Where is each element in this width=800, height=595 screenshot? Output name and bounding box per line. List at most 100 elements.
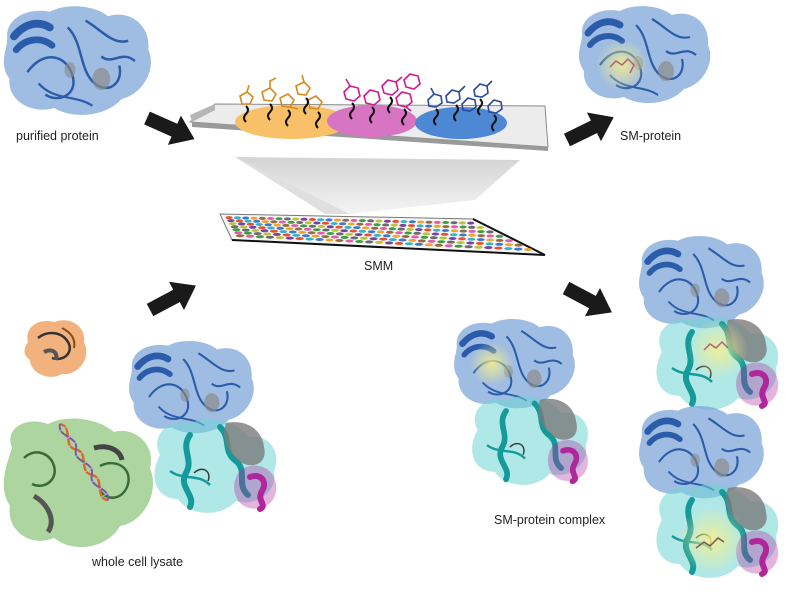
microarray-spot	[385, 241, 394, 245]
microarray-spot	[315, 238, 324, 241]
microarray-spot	[484, 246, 493, 250]
microarray-spot	[307, 231, 316, 235]
lysate-green-protein-dna	[3, 418, 154, 548]
microarray-spot	[349, 229, 358, 233]
microarray-spot	[392, 219, 400, 223]
microarray-spot	[267, 226, 275, 230]
microarray-spot	[386, 230, 394, 234]
microarray-spot	[408, 220, 416, 224]
microarray-spot	[458, 237, 466, 241]
microarray-spot	[308, 224, 317, 228]
microarray-spot	[383, 219, 391, 223]
microarray-spot	[272, 232, 281, 236]
microarray-spot	[448, 237, 457, 240]
microarray-spot	[350, 219, 358, 222]
microarray-spot	[392, 234, 401, 238]
microarray-spot	[353, 226, 361, 230]
sm-protein-structure	[579, 6, 710, 103]
microarray-spot	[313, 221, 321, 225]
microarray-spot	[415, 228, 423, 232]
microarray-spot	[422, 232, 431, 236]
microarray-spot	[263, 232, 272, 236]
microarray-spot	[305, 237, 314, 241]
microarray-spot	[325, 218, 333, 222]
microarray-spot	[270, 220, 278, 224]
microarray-spot	[442, 225, 450, 229]
purified-protein-structure	[4, 6, 151, 115]
microarray-spot	[477, 230, 485, 234]
microarray-spot	[459, 225, 467, 229]
microarray-spot	[308, 218, 316, 221]
microarray-spot	[287, 220, 295, 224]
microarray-spot	[466, 241, 475, 245]
microarray-spot	[474, 245, 483, 249]
microarray-spot	[364, 222, 373, 226]
microarray-spot	[291, 224, 299, 228]
microarray-spot	[388, 227, 396, 231]
microarray-spot	[504, 247, 513, 251]
microarray-spot	[317, 231, 325, 235]
microarray-spot	[258, 226, 266, 230]
arrow-purified-to-slide	[140, 103, 202, 154]
microarray-spot	[446, 240, 455, 244]
microarray-spot	[476, 226, 484, 229]
microarray-spot	[427, 239, 436, 243]
microarray-spot	[425, 220, 433, 224]
microarray-spot	[379, 237, 388, 241]
ligand-group-navy	[427, 80, 503, 114]
microarray-spot	[411, 235, 419, 239]
microarray-spot	[362, 226, 370, 230]
microarray-spot	[275, 217, 283, 221]
microarray-spot	[468, 229, 476, 233]
microarray-spot	[317, 225, 326, 228]
label-whole-cell-lysate: whole cell lysate	[92, 555, 184, 569]
microarray-spot	[375, 240, 384, 244]
microarray-spot	[321, 221, 330, 225]
microarray-spot	[322, 228, 330, 232]
microarray-spot	[288, 230, 297, 234]
microarray-spot	[390, 223, 398, 227]
microarray-spot	[330, 235, 339, 239]
microarray-spot	[367, 230, 376, 234]
microarray-spot	[246, 222, 255, 226]
microarray-spot	[433, 224, 441, 228]
microarray-spot	[235, 219, 244, 223]
microarray-spot	[356, 222, 364, 226]
microarray-spot	[355, 240, 364, 243]
microarray-spot	[433, 220, 441, 224]
microarray-spot	[340, 229, 349, 233]
microarray-spot	[253, 232, 262, 236]
microarray-spot	[433, 228, 441, 232]
microarray-spot	[251, 229, 260, 232]
microarray-spot	[382, 234, 391, 238]
microarray-spot	[295, 237, 304, 241]
microarray-spot	[335, 225, 343, 229]
microarray-spot	[225, 216, 233, 220]
microarray-spot	[339, 222, 347, 226]
microarray-spot	[369, 237, 378, 241]
microarray-spot	[394, 241, 404, 245]
microarray-spot	[417, 220, 425, 224]
label-smm: SMM	[364, 259, 394, 273]
microarray-spot	[245, 234, 255, 238]
zoom-funnel	[235, 157, 520, 214]
microarray-spot	[376, 230, 385, 234]
microarray-spot	[495, 238, 504, 242]
microarray-spot	[261, 220, 269, 224]
microarray-spot	[379, 227, 388, 230]
microarray-spot	[468, 225, 476, 229]
microarray-spot	[514, 243, 523, 247]
microarray-spot	[358, 219, 366, 223]
microarray-spot	[431, 232, 440, 236]
microarray-spot	[413, 231, 422, 235]
microarray-spot	[276, 226, 285, 230]
microarray-spot	[401, 235, 410, 238]
microarray-spot	[354, 233, 363, 237]
microarray-spot	[397, 227, 405, 231]
microarray-spot	[311, 234, 320, 238]
label-sm-protein: SM-protein	[620, 129, 682, 143]
microarray-spot	[440, 232, 449, 236]
microarray-spot	[242, 216, 250, 220]
microarray-spot	[265, 235, 274, 239]
ligand-group-orange	[239, 74, 323, 110]
